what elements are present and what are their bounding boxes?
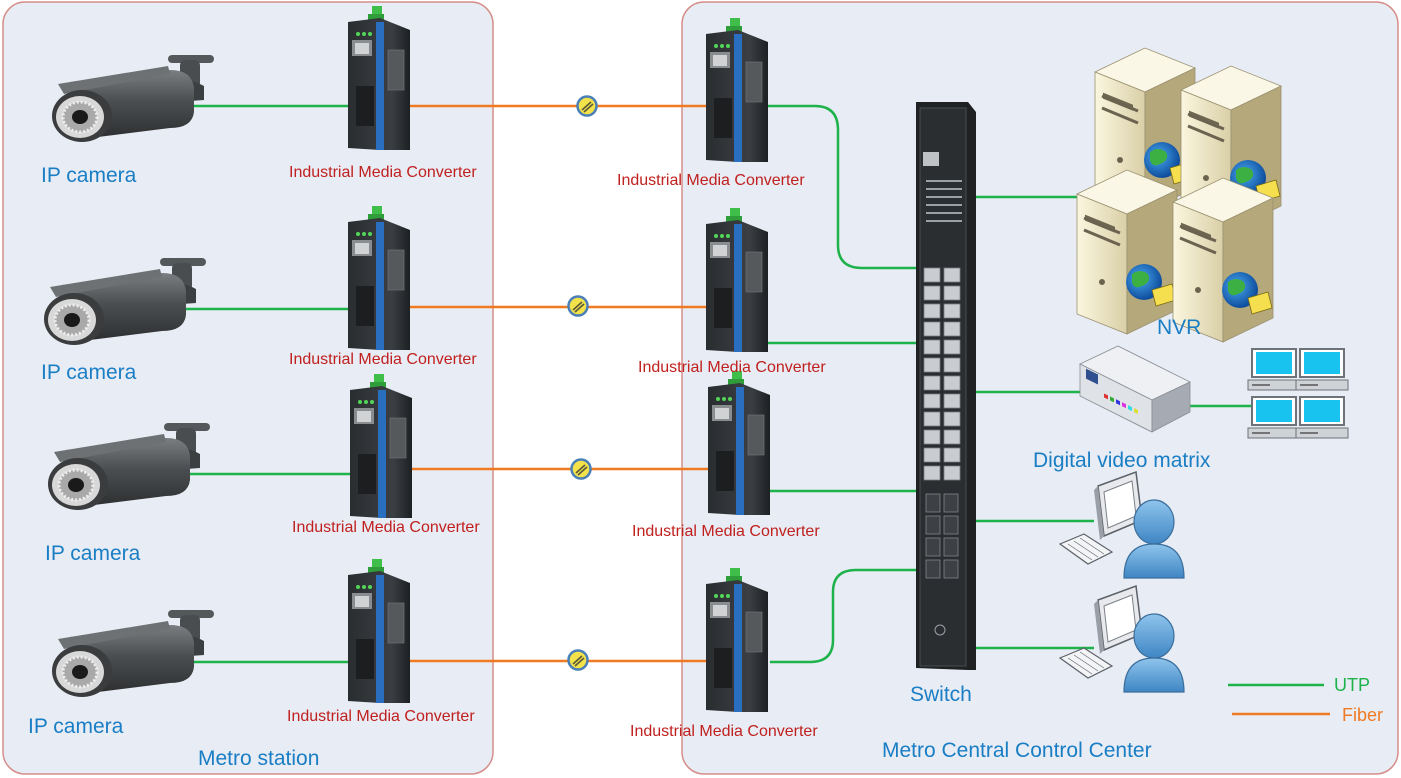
ip-camera-icon [52, 55, 214, 142]
monitor-icon [1247, 396, 1301, 439]
legend-fiber-label: Fiber [1342, 705, 1383, 725]
fiber-connector-icon [576, 95, 598, 117]
fiber-connector-icon [570, 458, 592, 480]
converter-label: Industrial Media Converter [289, 164, 477, 181]
converter-label: Industrial Media Converter [632, 523, 820, 540]
workstation-user-icon [1058, 470, 1185, 579]
media-converter-icon [707, 370, 771, 516]
nvr-label: NVR [1157, 316, 1201, 339]
camera-label: IP camera [28, 715, 124, 738]
camera-label: IP camera [41, 361, 137, 384]
converter-label: Industrial Media Converter [289, 351, 477, 368]
switch-icon [916, 102, 976, 670]
switch-label: Switch [910, 683, 972, 706]
video-matrix-icon [1079, 345, 1191, 433]
fiber-cables [410, 104, 710, 663]
media-converter-icon [348, 6, 410, 150]
media-converter-icon [705, 17, 769, 163]
media-converter-icon [705, 567, 769, 713]
media-converter-icon [347, 205, 411, 351]
fiber-connector-icon [567, 295, 589, 317]
nvr-server-icon [1075, 168, 1179, 336]
control-center-label: Metro Central Control Center [882, 739, 1152, 762]
metro-station-label: Metro station [198, 747, 319, 770]
monitor-icon [1295, 348, 1349, 391]
camera-label: IP camera [45, 542, 141, 565]
camera-label: IP camera [41, 164, 137, 187]
monitor-icon [1295, 396, 1349, 439]
converter-label: Industrial Media Converter [287, 708, 475, 725]
media-converter-icon [347, 558, 411, 704]
media-converter-icon [705, 207, 769, 353]
fiber-connector-icon [567, 649, 589, 671]
legend-utp-label: UTP [1334, 675, 1370, 695]
matrix-label: Digital video matrix [1033, 449, 1211, 472]
media-converter-icon [349, 373, 413, 519]
converter-label: Industrial Media Converter [638, 359, 826, 376]
converter-label: Industrial Media Converter [617, 172, 805, 189]
converter-label: Industrial Media Converter [292, 519, 480, 536]
monitor-icon [1247, 348, 1301, 391]
converter-label: Industrial Media Converter [630, 723, 818, 740]
utp-cables [185, 104, 1252, 664]
